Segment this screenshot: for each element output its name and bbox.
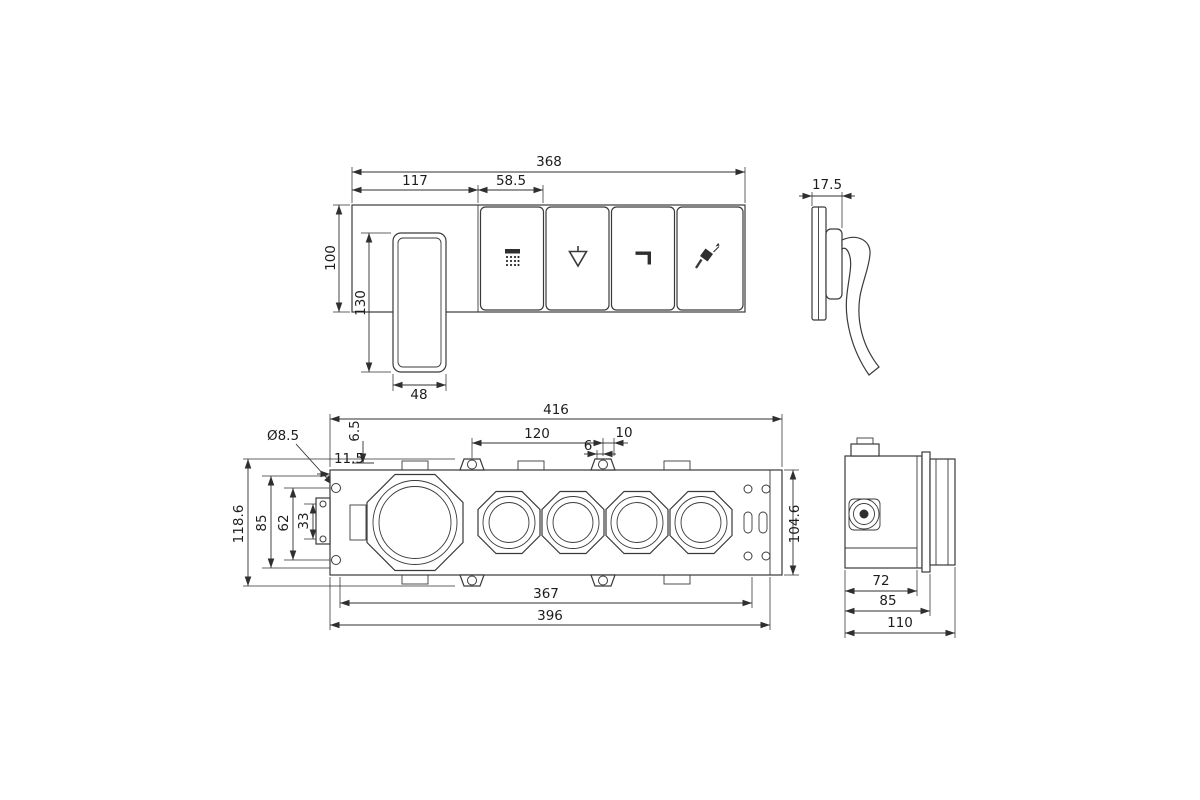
spout-icon (635, 251, 651, 265)
top-fitting (850, 443, 880, 457)
lever-handle-side (841, 236, 880, 376)
front-handle-width-dim: 48 (410, 387, 427, 403)
valve-body-small (605, 490, 669, 555)
handshower-icon (694, 242, 720, 269)
front-panel-height-dim: 100 (323, 245, 339, 271)
box-body-width-dim: 72 (872, 573, 889, 589)
front-handle-length-dim: 130 (353, 290, 369, 316)
trim-plate-side (811, 206, 827, 321)
inlet-port (848, 498, 880, 530)
rough-in-view: 416 120 10 6 6.5 11.5 Ø8.5 118. (231, 402, 803, 630)
mounting-hole (331, 483, 341, 493)
valve-box-body (844, 455, 923, 569)
roughin-hole-diameter-label: Ø8.5 (267, 428, 299, 444)
front-view: 368 117 58.5 100 (323, 154, 746, 403)
handle (392, 232, 447, 373)
valve-body-large (366, 473, 464, 572)
roughin-ear-spacing-dim: 120 (524, 426, 550, 442)
valve-body-small (477, 490, 541, 555)
waterfall-icon (568, 246, 588, 268)
front-left-width-dim: 117 (402, 173, 428, 189)
roughin-total-width-dim: 416 (543, 402, 569, 418)
button-plate-3 (610, 206, 676, 311)
side-depth-dim: 17.5 (812, 177, 842, 193)
outer-plate (929, 458, 956, 566)
box-side-view: 72 85 110 (844, 437, 956, 638)
mounting-hole (331, 555, 341, 565)
valve-body-small (541, 490, 605, 555)
roughin-offset-10-dim: 10 (615, 425, 632, 441)
roughin-total-height-dim: 118.6 (231, 505, 247, 544)
rain-shower-icon (505, 249, 520, 267)
roughin-span-367-dim: 367 (533, 586, 559, 602)
roughin-offset-6-5-dim: 6.5 (347, 420, 363, 441)
roughin-spacing-62-dim: 62 (276, 514, 292, 531)
front-total-width-dim: 368 (536, 154, 562, 170)
button-plate-4 (676, 206, 744, 311)
button-plate-2 (545, 206, 610, 311)
roughin-width-396-dim: 396 (537, 608, 563, 624)
roughin-offset-6-dim: 6 (584, 438, 593, 454)
roughin-spacing-33-dim: 33 (296, 512, 312, 529)
front-button-width-dim: 58.5 (496, 173, 526, 189)
button-plate-1 (479, 206, 545, 311)
left-tab (315, 497, 331, 545)
escutcheon-side (825, 228, 843, 300)
flange-plate (921, 451, 931, 573)
valve-body-small (669, 490, 733, 555)
box-flange-width-dim: 85 (879, 593, 896, 609)
roughin-right-height-dim: 104.6 (787, 505, 803, 544)
side-view: 17.5 (799, 177, 880, 376)
box-total-depth-dim: 110 (887, 615, 913, 631)
roughin-height-85-dim: 85 (254, 514, 270, 531)
